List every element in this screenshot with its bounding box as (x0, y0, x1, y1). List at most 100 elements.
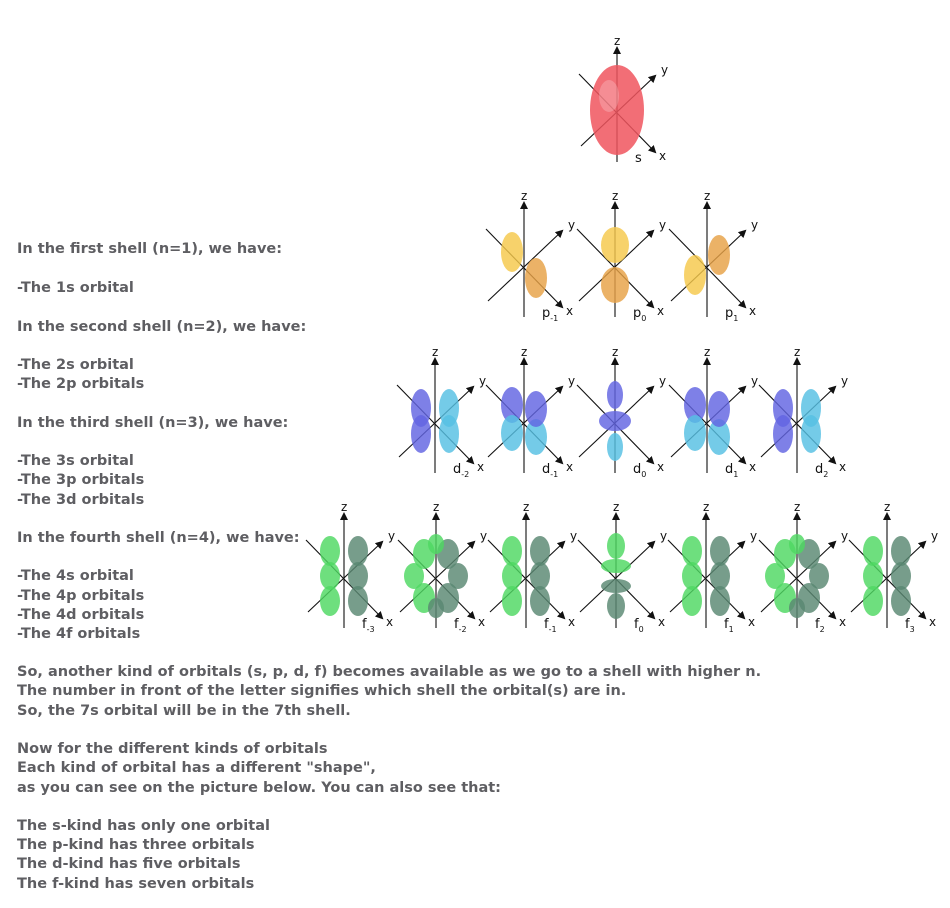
x-axis (758, 384, 837, 465)
y-axis (850, 540, 927, 613)
kinds-line: The s-kind has only one orbital (17, 818, 270, 834)
orbital-lobe (599, 411, 631, 431)
orbital-subscript: -2 (459, 625, 467, 634)
orbital-lobe (891, 586, 911, 616)
orbital-subscript: -1 (549, 625, 557, 634)
orbital-lobe (773, 415, 793, 453)
shell3-item: -The 3d orbitals (17, 492, 145, 508)
y-axis-label: y (751, 374, 758, 388)
shell4-item: -The 4d orbitals (17, 607, 145, 623)
z-axis-label: z (704, 345, 710, 359)
orbital-lobe (682, 536, 702, 566)
orbital-lobe (501, 387, 523, 423)
orbital-subscript: 0 (639, 625, 644, 634)
x-axis-label: x (566, 460, 573, 474)
orbital-lobe (320, 536, 340, 566)
orbital-lobe (863, 536, 883, 566)
kinds-intro-line: as you can see on the picture below. You… (17, 780, 501, 796)
y-axis (760, 385, 837, 458)
shell4-intro: In the fourth shell (n=4), we have: (17, 530, 300, 546)
orbital-lobe (684, 255, 706, 295)
shell2-item: -The 2p orbitals (17, 376, 145, 392)
x-axis-label: x (929, 615, 936, 629)
kinds-intro-line: Now for the different kinds of orbitals (17, 741, 328, 757)
orbital-lobe (789, 598, 805, 618)
orbital-lobe (502, 586, 522, 616)
orbital-lobe (439, 415, 459, 453)
z-axis-label: z (612, 345, 618, 359)
shell3-item: -The 3s orbital (17, 453, 134, 469)
orbital-label: f-1 (544, 617, 557, 634)
orbital-lobe (404, 563, 424, 589)
x-axis (668, 384, 747, 465)
orbital-lobe (428, 534, 444, 554)
orbital-subscript: -2 (461, 470, 469, 479)
orbital-lobe (708, 235, 730, 275)
orbital-label: d1 (725, 462, 738, 479)
orbital-label: d-2 (453, 462, 469, 479)
x-axis (397, 539, 476, 620)
orbital-lobe (501, 232, 523, 272)
x-axis-label: x (839, 615, 846, 629)
y-axis-label: y (659, 218, 666, 232)
orbital-label: f-3 (362, 617, 375, 634)
orbital-lobe (607, 533, 625, 559)
shell4-item: -The 4f orbitals (17, 626, 141, 642)
y-axis-label: y (568, 374, 575, 388)
orbital-lobe (348, 586, 368, 616)
orbital-label: p0 (633, 306, 646, 323)
shell1-item: -The 1s orbital (17, 280, 134, 296)
orbital-lobe (502, 536, 522, 566)
y-axis (307, 540, 384, 613)
orbital-lobe (439, 389, 459, 427)
x-axis-label: x (839, 460, 846, 474)
y-axis-label: y (931, 529, 938, 543)
z-axis-label: z (704, 189, 710, 203)
orbital-lobe (789, 534, 805, 554)
orbital-lobe (530, 562, 550, 590)
z-axis-label: z (794, 500, 800, 514)
orbital-lobe (530, 586, 550, 616)
orbital-lobe (801, 389, 821, 427)
y-axis-label: y (479, 374, 486, 388)
z-axis-label: z (521, 189, 527, 203)
z-axis-label: z (614, 34, 620, 48)
orbital-label: f-2 (454, 617, 467, 634)
y-axis-label: y (661, 63, 668, 77)
orbital-lobe (607, 433, 623, 461)
orbital-label: f1 (724, 617, 734, 634)
orbital-lobe (448, 563, 468, 589)
orbital-lobe (530, 536, 550, 566)
orbital-lobe (607, 381, 623, 409)
orbital-label: d2 (815, 462, 828, 479)
orbital-lobe (684, 415, 706, 451)
orbital-lobe (601, 267, 629, 303)
orbital-diagram: zyxszyxp-1zyxp0zyxp1zyxd-2zyxd-1zyxd0zyx… (305, 34, 938, 634)
orbital-lobe (601, 579, 631, 593)
orbital-lobe (601, 559, 631, 573)
x-axis (396, 384, 475, 465)
orbital-lobe (411, 415, 431, 453)
orbital-lobe (525, 258, 547, 298)
shell4-item: -The 4s orbital (17, 568, 134, 584)
x-axis-label: x (566, 304, 573, 318)
summary-line: The number in front of the letter signif… (17, 683, 627, 699)
orbital-lobe (710, 562, 730, 590)
y-axis (670, 229, 747, 302)
x-axis (848, 539, 927, 620)
y-axis-label: y (750, 529, 757, 543)
orbital-subscript: 0 (641, 470, 646, 479)
shell1-intro: In the first shell (n=1), we have: (17, 241, 283, 257)
x-axis-label: x (748, 615, 755, 629)
orbital-lobe (801, 415, 821, 453)
orbital-lobe (607, 593, 625, 619)
orbital-subscript: -1 (550, 470, 558, 479)
